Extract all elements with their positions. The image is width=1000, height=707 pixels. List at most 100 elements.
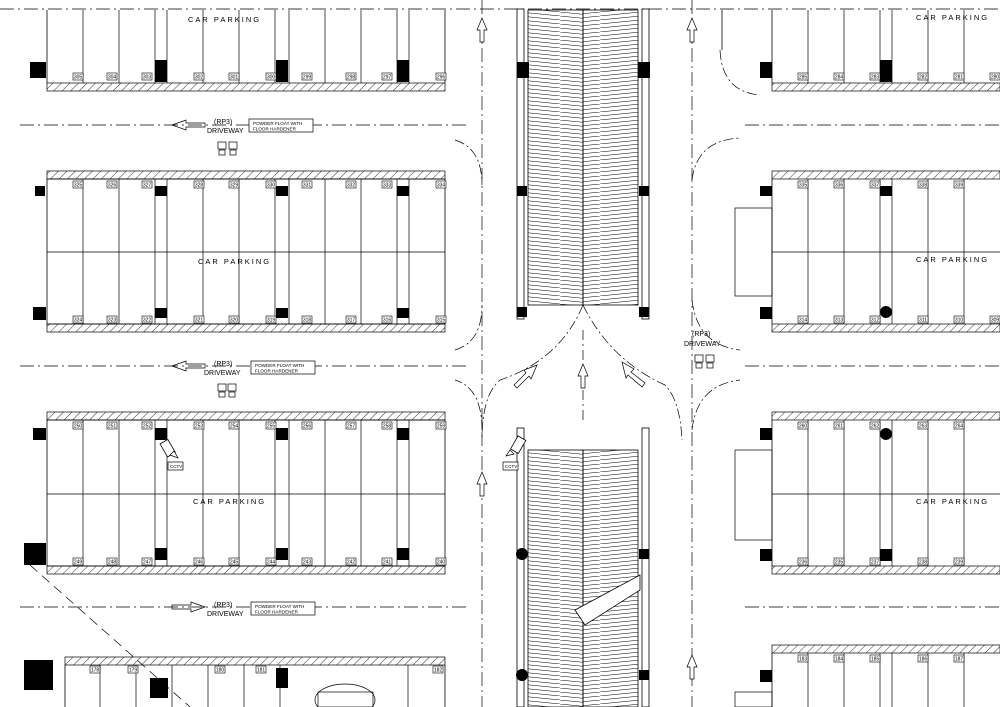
bay-number: 251 — [108, 423, 117, 429]
bay-tag-box — [255, 665, 267, 674]
bay-number: 241 — [383, 559, 392, 565]
bay-tag-box — [265, 315, 277, 324]
bay-number: 180 — [216, 667, 225, 673]
bay-number: 250 — [74, 423, 83, 429]
bay-number: 339 — [955, 182, 964, 188]
floor-note-3b: FLOOR HARDENER — [255, 610, 299, 615]
bay-number: 246 — [195, 559, 204, 565]
bay-tag-box — [228, 72, 240, 81]
bay-number: 249 — [74, 559, 83, 565]
bay-number: 255 — [267, 423, 276, 429]
bay-tag-box — [953, 72, 965, 81]
bay-number: 318 — [303, 317, 312, 323]
bay-number: 299 — [303, 74, 312, 80]
bay-number: 187 — [955, 656, 964, 662]
bay-tag-box — [141, 315, 153, 324]
bay-tag-box — [193, 557, 205, 566]
bay-tag-box — [917, 557, 929, 566]
bay-number: 242 — [347, 559, 356, 565]
bay-number: 260 — [799, 423, 808, 429]
bay-tag-box — [797, 180, 809, 189]
bay-tag-box — [435, 557, 447, 566]
cctv-camera-2: CCTV — [502, 435, 527, 471]
bay-number: 319 — [267, 317, 276, 323]
cctv-label-2: CCTV — [505, 464, 517, 469]
block-bottom-right — [734, 644, 1000, 707]
cctv-camera-1: CCTV — [159, 438, 184, 471]
kerb-arc-4 — [719, 49, 761, 96]
bay-tag-box — [381, 180, 393, 189]
bay-number: 185 — [871, 656, 880, 662]
bay-tag-box — [72, 180, 84, 189]
bay-number: 321 — [195, 317, 204, 323]
bay-number: 253 — [195, 423, 204, 429]
bay-number: 314 — [799, 317, 808, 323]
driveway-annotation-2: (RP3) DRIVEWAY POWDER FLOAT WITH FLOOR H… — [170, 360, 316, 377]
bay-tag-box — [381, 315, 393, 324]
bay-tag-box — [797, 72, 809, 81]
bay-number: 331 — [303, 182, 312, 188]
bay-tag-box — [141, 72, 153, 81]
driveway-code-3: (RP3) — [214, 602, 232, 609]
bay-number: 333 — [383, 182, 392, 188]
bay-tag-box — [953, 654, 965, 663]
cctv-label-1: CCTV — [170, 464, 182, 469]
bay-number: 181 — [257, 667, 266, 673]
bay-tag-box — [917, 72, 929, 81]
bay-tag-box — [301, 72, 313, 81]
bay-tag-box — [72, 315, 84, 324]
kerb-arc-5 — [691, 137, 741, 181]
bay-number: 281 — [955, 74, 964, 80]
bay-tag-box — [953, 315, 965, 324]
bay-number: 313 — [835, 317, 844, 323]
bay-number: 247 — [143, 559, 152, 565]
driveway-annotation-4: (RP3) DRIVEWAY — [684, 331, 721, 348]
block-mid-right — [734, 170, 1000, 333]
bay-number: 261 — [835, 423, 844, 429]
bay-tag-box — [301, 421, 313, 430]
car-parking-label-2: CAR PARKING — [198, 257, 271, 266]
bay-tag-box — [345, 557, 357, 566]
car-parking-label-1: CAR PARKING — [188, 15, 261, 24]
driveway-label-4: DRIVEWAY — [684, 341, 721, 348]
bay-tag-box — [435, 72, 447, 81]
bay-number: 184 — [835, 656, 844, 662]
floor-note-2a: POWDER FLOAT WITH — [255, 363, 304, 368]
bay-number: 334 — [437, 182, 446, 188]
driveway-annotation-1: (RP3) DRIVEWAY POWDER FLOAT WITH FLOOR H… — [170, 118, 314, 135]
bay-tag-box — [106, 315, 118, 324]
bay-tag-box — [345, 315, 357, 324]
bay-number: 283 — [871, 74, 880, 80]
bay-number: 317 — [347, 317, 356, 323]
bay-tag-box — [72, 557, 84, 566]
driveway-code-2: (RP3) — [214, 361, 232, 368]
bay-number: 296 — [437, 74, 446, 80]
bay-number: 329 — [230, 182, 239, 188]
bay-tag-box — [869, 315, 881, 324]
car-parking-label-6: CAR PARKING — [916, 497, 989, 506]
block-mid-left — [33, 170, 446, 333]
bay-number: 325 — [74, 182, 83, 188]
bay-number: 244 — [267, 559, 276, 565]
bay-number: 328 — [195, 182, 204, 188]
driveway-code-1: (RP3) — [214, 119, 232, 126]
bay-tag-box — [193, 421, 205, 430]
bay-tag-box — [797, 421, 809, 430]
bay-number: 178 — [91, 667, 100, 673]
bay-tag-box — [432, 665, 444, 674]
bay-tag-box — [381, 557, 393, 566]
bay-tag-box — [345, 72, 357, 81]
bay-tag-box — [869, 557, 881, 566]
floor-note-1a: POWDER FLOAT WITH — [253, 121, 302, 126]
bay-number: 304 — [108, 74, 117, 80]
bay-tag-box — [72, 72, 84, 81]
equipment-symbols — [217, 141, 715, 398]
bay-tag-box — [953, 180, 965, 189]
bay-tag-box — [953, 421, 965, 430]
ramp-upper — [516, 8, 650, 320]
bay-tag-box — [381, 72, 393, 81]
block-top-left — [30, 10, 446, 92]
bay-tag-box — [869, 421, 881, 430]
